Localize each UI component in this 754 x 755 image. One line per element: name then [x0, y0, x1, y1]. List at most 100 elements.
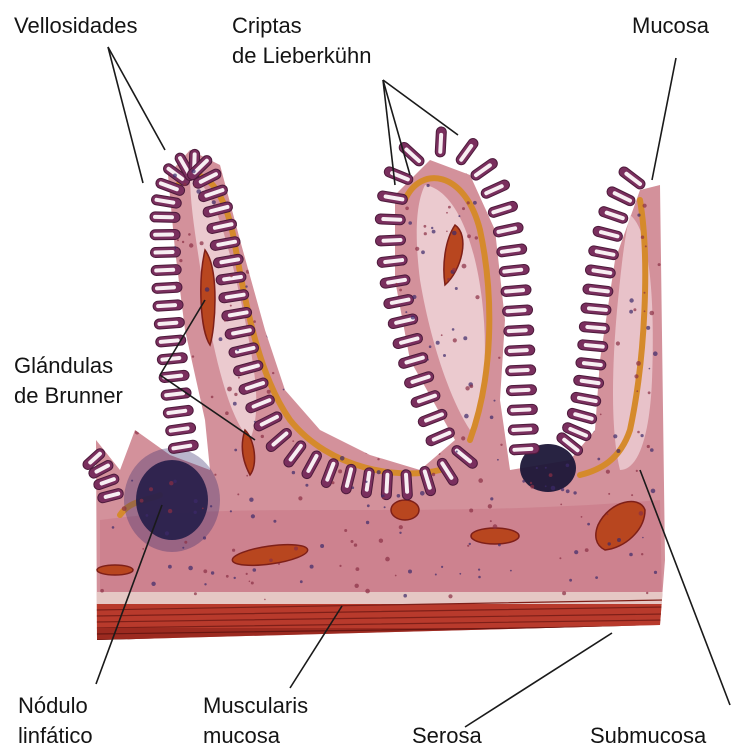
speckle: [177, 296, 181, 300]
label-mucosa: Mucosa: [632, 13, 710, 38]
speckle: [168, 565, 172, 569]
speckle: [595, 576, 598, 579]
speckle: [189, 243, 193, 247]
speckle: [305, 484, 308, 487]
speckle: [182, 547, 184, 549]
speckle: [358, 276, 362, 280]
speckle: [362, 398, 366, 402]
speckle: [411, 413, 413, 415]
speckle: [269, 559, 273, 563]
speckle: [377, 458, 379, 460]
speckle: [230, 305, 232, 307]
speckle: [550, 225, 553, 228]
speckle: [629, 310, 633, 314]
speckle: [399, 532, 401, 534]
speckle: [559, 557, 561, 559]
speckle: [180, 418, 183, 421]
speckle: [636, 390, 638, 392]
speckle: [498, 544, 501, 547]
speckle: [647, 445, 650, 448]
label-serosa: Serosa: [412, 723, 482, 748]
speckle: [372, 345, 375, 348]
label-criptas-line1: Criptas: [232, 13, 302, 38]
speckle: [448, 206, 451, 209]
speckle: [347, 406, 349, 408]
speckle: [633, 308, 636, 311]
speckle: [366, 521, 369, 524]
speckle: [165, 531, 169, 535]
speckle: [379, 359, 383, 363]
speckle: [641, 434, 644, 437]
speckle: [356, 567, 360, 571]
speckle: [182, 241, 184, 243]
speckle: [365, 451, 368, 454]
speckle: [202, 508, 204, 510]
label-muscularis-line2: mucosa: [203, 723, 281, 748]
speckle: [219, 337, 223, 341]
speckle: [140, 499, 144, 503]
speckle: [585, 548, 589, 552]
speckle: [292, 471, 295, 474]
speckle: [131, 255, 133, 257]
speckle: [629, 553, 633, 557]
speckle: [420, 491, 425, 496]
speckle: [188, 566, 193, 571]
speckle: [333, 218, 336, 221]
speckle: [370, 213, 373, 216]
speckle: [464, 414, 469, 419]
speckle: [467, 545, 469, 547]
label-nodulo-line2: linfático: [18, 723, 93, 748]
speckle: [550, 326, 552, 328]
speckle: [641, 236, 644, 239]
speckle: [566, 489, 570, 493]
speckle: [127, 320, 130, 323]
speckle: [530, 482, 532, 484]
speckle: [320, 544, 324, 548]
speckle: [581, 516, 583, 518]
speckle: [475, 236, 478, 239]
speckle: [466, 173, 468, 175]
speckle: [408, 390, 412, 394]
speckle: [649, 368, 651, 370]
villus-core: [381, 217, 402, 222]
speckle: [395, 575, 397, 577]
speckle: [456, 451, 458, 453]
speckle: [281, 372, 283, 374]
speckle: [196, 189, 201, 194]
speckle: [427, 453, 430, 456]
speckle: [510, 570, 512, 572]
speckle: [452, 231, 457, 236]
speckle: [103, 252, 105, 254]
speckle: [469, 509, 473, 513]
speckle: [194, 511, 197, 514]
speckle: [194, 592, 197, 595]
speckle: [475, 295, 479, 299]
speckle: [353, 406, 357, 410]
speckle: [98, 303, 102, 307]
speckle: [253, 568, 257, 572]
speckle: [592, 225, 594, 227]
speckle: [356, 268, 358, 270]
speckle: [522, 316, 526, 320]
speckle: [105, 314, 109, 318]
speckle: [289, 213, 293, 217]
label-vellosidades: Vellosidades: [14, 13, 138, 38]
speckle: [470, 385, 474, 389]
speckle: [203, 450, 205, 452]
speckle: [646, 592, 648, 594]
speckle: [507, 301, 510, 304]
speckle: [169, 481, 173, 485]
speckle: [354, 543, 357, 546]
speckle: [421, 250, 425, 254]
speckle: [377, 470, 381, 474]
speckle: [510, 379, 515, 384]
speckle: [230, 510, 232, 512]
speckle: [608, 493, 610, 495]
speckle: [99, 378, 102, 381]
speckle: [101, 416, 105, 420]
speckle: [490, 416, 494, 420]
speckle: [302, 394, 306, 398]
speckle: [246, 573, 248, 575]
speckle: [424, 232, 427, 235]
speckle: [452, 268, 456, 272]
